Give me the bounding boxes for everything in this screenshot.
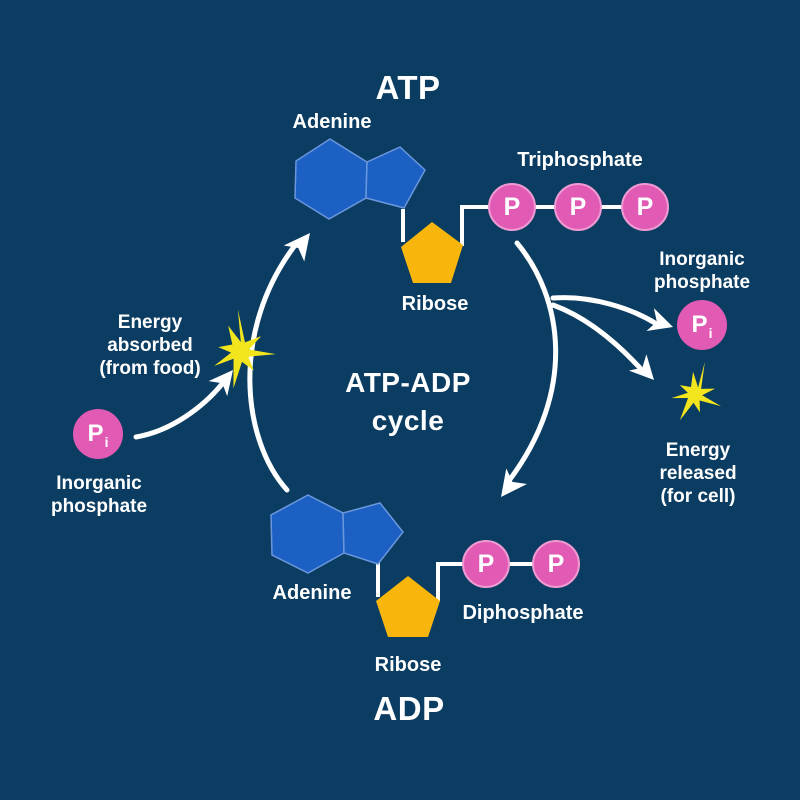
arrowhead-to-phosphate-icon (646, 308, 673, 331)
pi-symbol: P (87, 420, 104, 447)
phosphate-circle-5: P (532, 540, 580, 588)
pi-symbol: P (691, 311, 708, 338)
energy-released-starburst-icon (671, 361, 722, 421)
phosphate-circle-1: P (488, 183, 536, 231)
phosphate-symbol: P (636, 192, 654, 221)
adenine-hexagon-top (294, 138, 368, 220)
adp-heading: ADP (373, 690, 445, 727)
adenine-shape-top (294, 138, 426, 220)
adenine-label-top: Adenine (292, 111, 372, 133)
adenine-hexagon-bottom (270, 494, 345, 574)
arrowheads (208, 233, 673, 497)
adenine-pentagon-top (365, 146, 426, 209)
adenine-shape-bottom (270, 494, 404, 574)
ribose-pentagon-top (401, 222, 463, 283)
ribose-label-bottom: Ribose (374, 654, 442, 676)
arrow-adp-to-atp (247, 241, 299, 493)
ribose-label-top: Ribose (401, 293, 469, 315)
arrow-atp-to-adp (505, 240, 559, 485)
inorganic-phosphate-label-right: Inorganic phosphate (653, 249, 751, 293)
energy-absorbed-starburst-icon (214, 309, 276, 389)
phosphate-circle-2: P (554, 183, 602, 231)
adenine-pentagon-bottom (342, 502, 404, 565)
phosphate-symbol: P (477, 549, 495, 578)
diphosphate-label: Diphosphate (462, 602, 584, 624)
pi-subscript: i (104, 434, 109, 450)
arrowhead-left-energy-icon (208, 370, 233, 397)
energy-released-label: Energy released (for cell) (659, 440, 737, 507)
pi-subscript: i (708, 325, 713, 341)
inorganic-phosphate-label-left: Inorganic phosphate (50, 473, 148, 517)
atp-heading: ATP (375, 69, 441, 106)
energy-absorbed-label: Energy absorbed (from food) (99, 312, 201, 379)
bond-ribose-phosphates-bottom (436, 562, 556, 601)
cycle-title: ATP-ADP cycle (345, 367, 471, 436)
arrowhead-to-energy-icon (628, 354, 654, 380)
adenine-label-bottom: Adenine (272, 582, 352, 604)
phosphate-symbol: P (503, 192, 521, 221)
triphosphate-label: Triphosphate (517, 149, 643, 171)
arrowhead-up-icon (283, 233, 310, 262)
arrow-to-inorganic-phosphate (550, 295, 658, 326)
arrow-phosphate-to-energy (133, 381, 225, 440)
arrowhead-down-icon (501, 468, 528, 497)
ribose-pentagon-bottom (376, 576, 440, 637)
phosphate-circle-4: P (462, 540, 510, 588)
phosphate-symbol: P (569, 192, 587, 221)
phosphate-symbol: P (547, 549, 565, 578)
phosphate-circle-3: P (621, 183, 669, 231)
arrow-to-energy-released (550, 302, 643, 371)
